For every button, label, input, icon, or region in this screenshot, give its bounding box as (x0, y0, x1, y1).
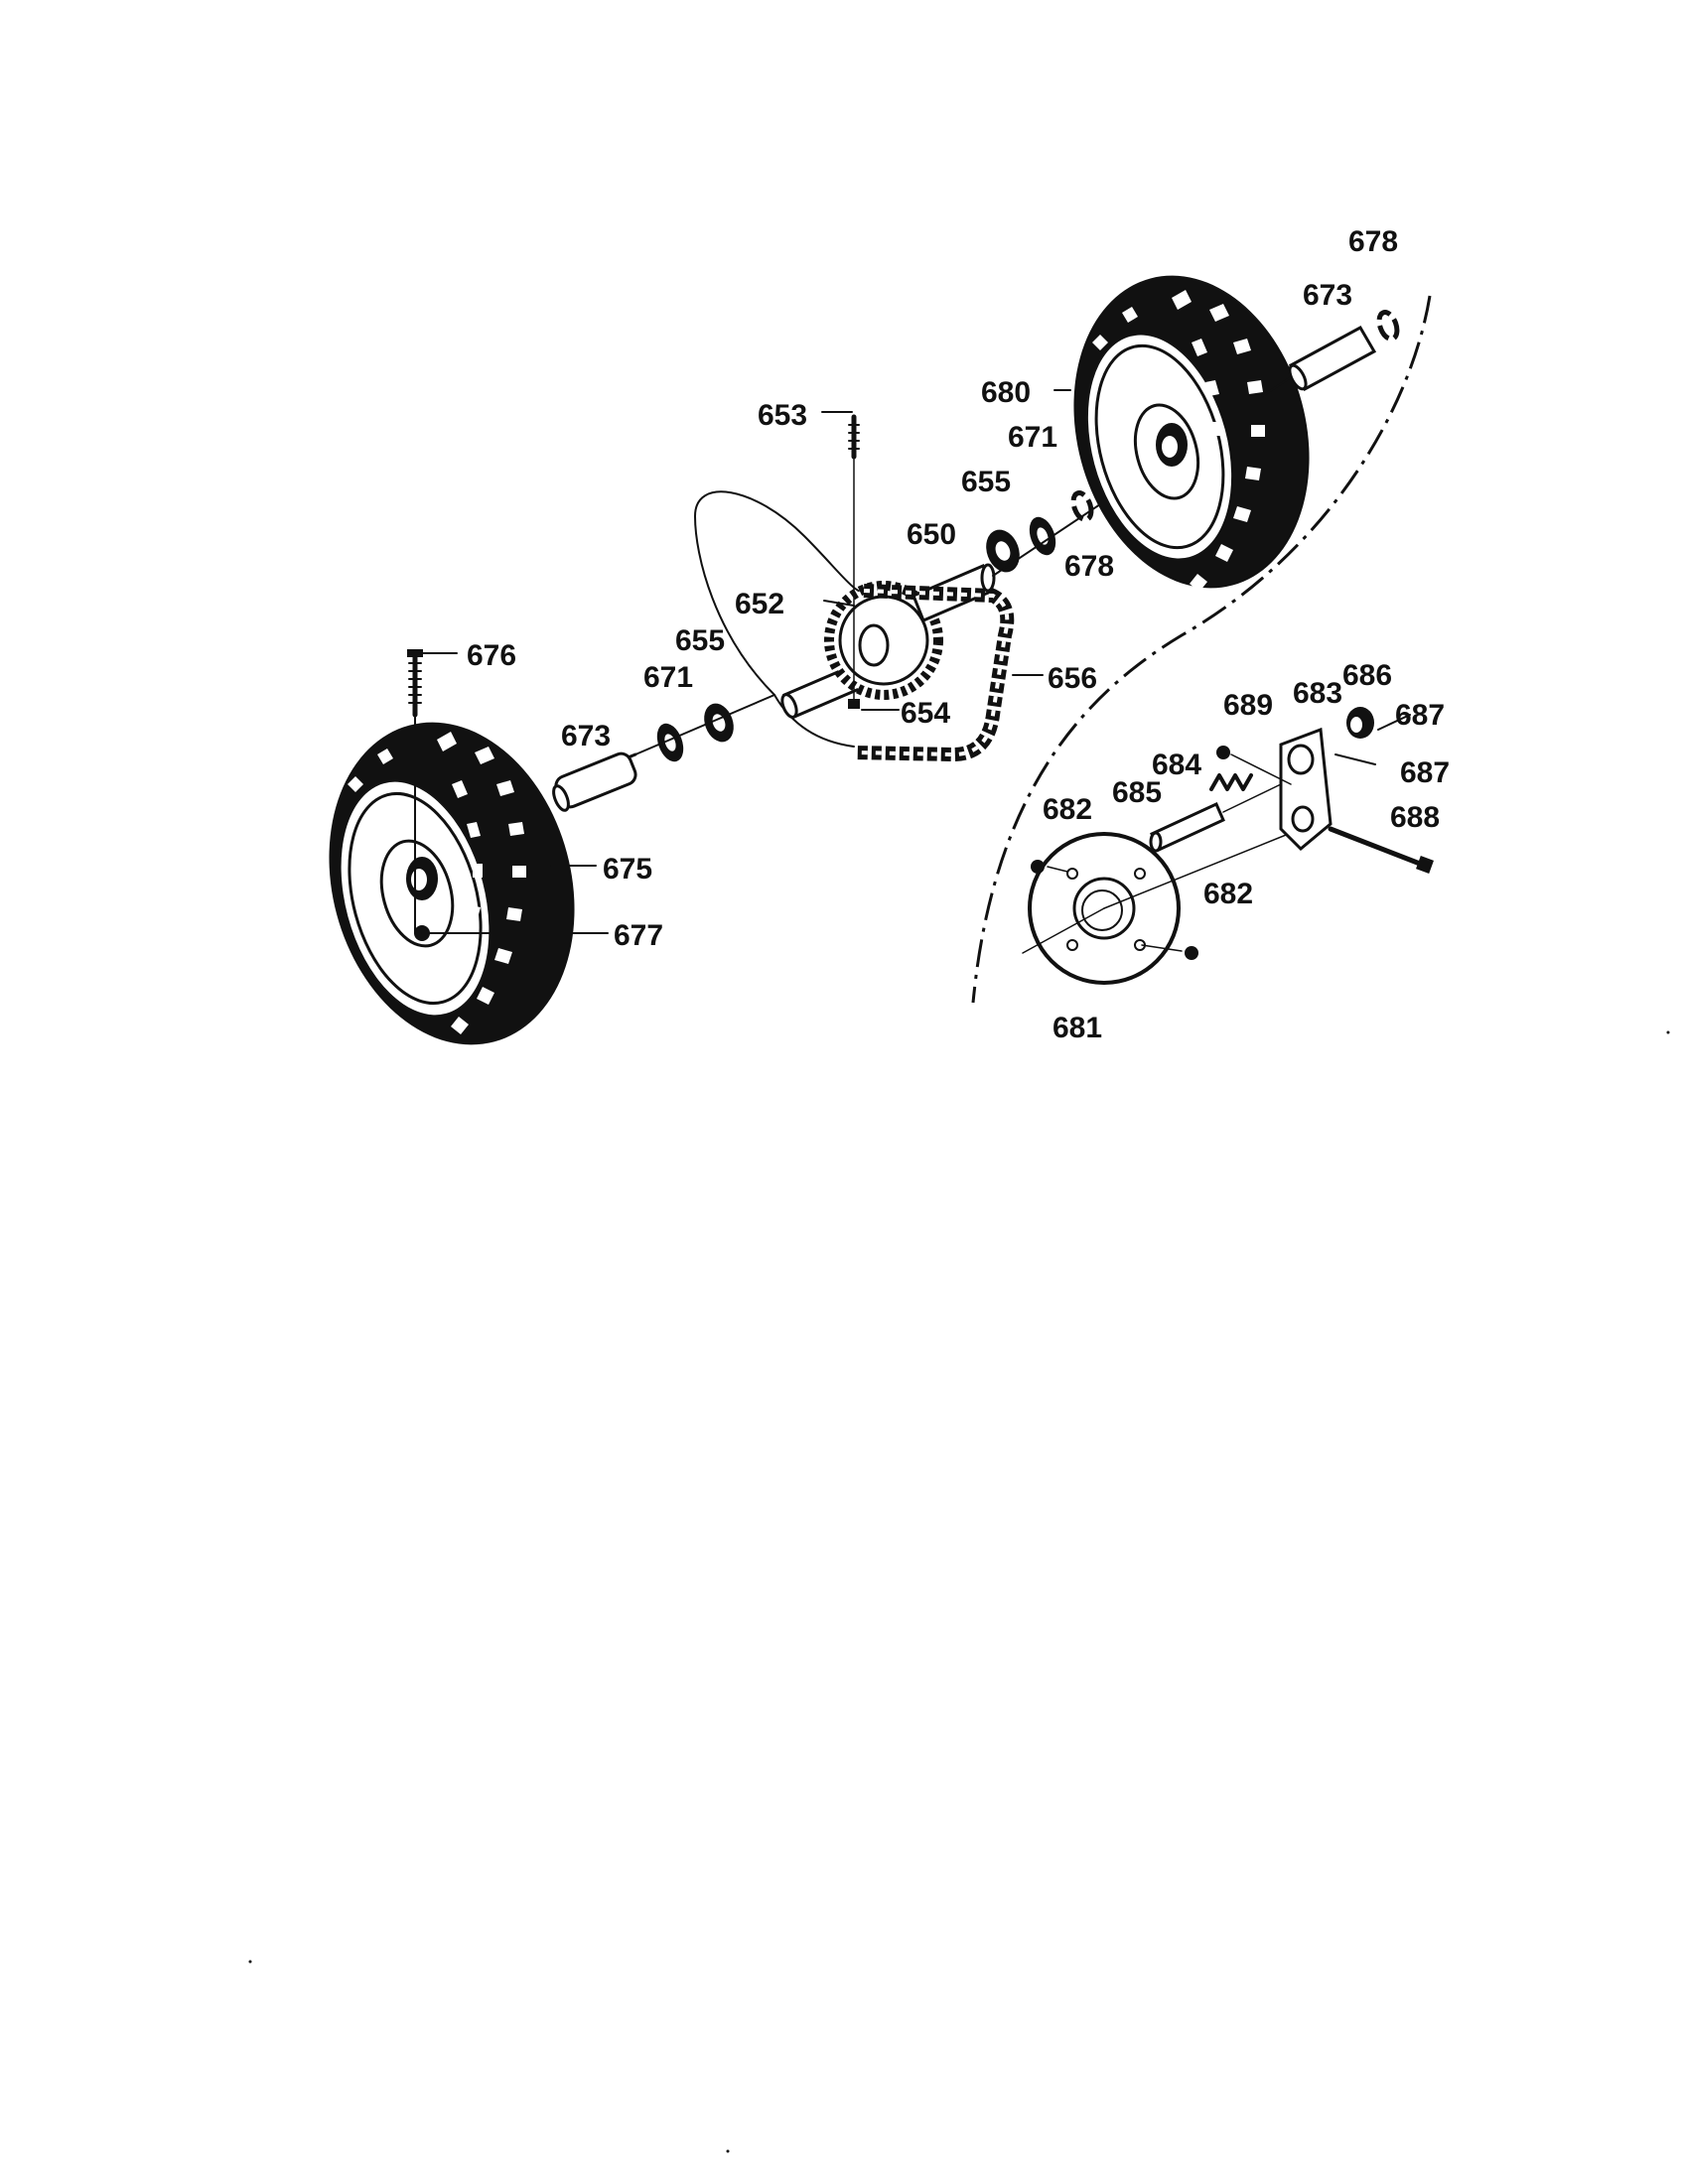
callout-labels: 650 652 653 654 655 655 656 671 671 673 … (467, 225, 1450, 1044)
callout-675: 675 (603, 853, 652, 886)
callout-685: 685 (1112, 776, 1162, 809)
callout-655-right: 655 (961, 466, 1011, 498)
callout-677: 677 (614, 919, 663, 952)
callout-682-left: 682 (1043, 793, 1092, 826)
callout-687-top: 687 (1395, 699, 1445, 732)
callout-680: 680 (981, 376, 1031, 409)
callout-678-right: 678 (1348, 225, 1398, 258)
callout-682-right: 682 (1203, 878, 1253, 910)
callout-654: 654 (901, 697, 950, 730)
callout-656: 656 (1048, 662, 1097, 695)
screw-676 (407, 649, 423, 934)
callout-655-left: 655 (675, 624, 725, 657)
scan-speck (248, 1960, 252, 1964)
callout-687-bottom: 687 (1400, 756, 1450, 789)
callout-673-right: 673 (1303, 279, 1352, 312)
scan-speck (1666, 1030, 1670, 1034)
callout-652: 652 (735, 588, 784, 620)
right-washers (986, 456, 1173, 577)
callout-688: 688 (1390, 801, 1440, 834)
detail-boundary (971, 295, 1432, 1004)
spacer-left (552, 751, 637, 812)
callout-678-center: 678 (1064, 550, 1114, 583)
right-wheel (1073, 275, 1400, 592)
scan-speck (726, 2149, 730, 2153)
left-washers (634, 694, 775, 762)
flange-detail (1022, 707, 1434, 985)
callout-683: 683 (1293, 677, 1342, 710)
leader-lines (421, 389, 1071, 934)
callout-686: 686 (1342, 659, 1392, 692)
callout-653: 653 (758, 399, 807, 432)
callout-684: 684 (1152, 749, 1201, 781)
callout-681: 681 (1052, 1012, 1102, 1044)
axle-assembly (694, 414, 1015, 762)
callout-650: 650 (907, 518, 956, 551)
callout-673-left: 673 (561, 720, 611, 752)
callout-689: 689 (1223, 689, 1273, 722)
callout-671-right: 671 (1008, 421, 1057, 454)
left-wheel (329, 649, 637, 1045)
callout-676: 676 (467, 639, 516, 672)
callout-671-left: 671 (643, 661, 693, 694)
